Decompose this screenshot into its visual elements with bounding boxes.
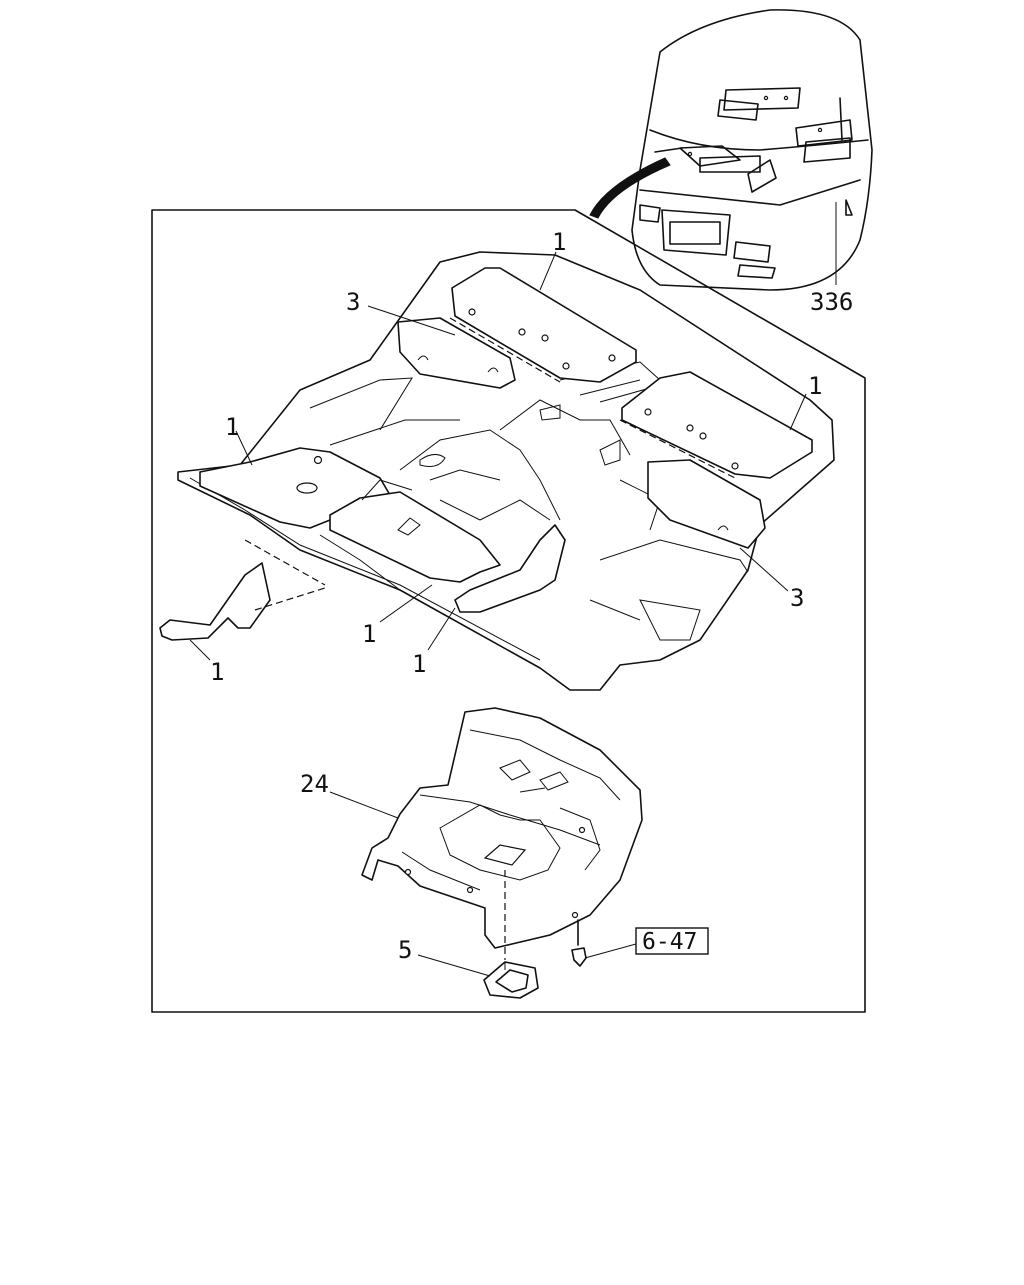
callout-mat-rear-center: 1 [552,228,566,256]
floor-mat-tunnel [329,479,501,583]
callout-cab-336: 336 [810,288,853,316]
callout-mat-tunnel: 1 [362,620,376,648]
floor-mat-lower-left [159,539,326,641]
callout-mat-rear-right: 1 [808,372,822,400]
floor-mat-tunnel-right [454,524,566,613]
transfer-arrow [589,157,671,219]
insulator-left [397,317,516,389]
callout-mat-front-left: 1 [225,413,239,441]
leader-lines [189,202,837,977]
callout-mat-lower-left: 1 [210,658,224,686]
callout-insulator-left: 3 [346,288,360,316]
callout-floor-insulator: 24 [300,770,329,798]
diagram-frame [151,209,866,1013]
callout-shift-boot: 5 [398,936,412,964]
shift-boot [483,961,539,999]
insulator-right [647,459,766,549]
floor-insulator [361,707,643,960]
clip-fastener [571,919,587,967]
floor-mat-rear-right [619,371,813,479]
callout-insulator-right: 3 [790,584,804,612]
callout-mat-tunnel-right: 1 [412,650,426,678]
fastener-ref-box [635,927,709,955]
cab-inset-illustration [631,9,873,291]
callout-fastener-ref: 6-47 [642,929,697,955]
callout-labels: 336 1 1 3 3 1 1 1 1 24 5 6-47 [210,228,853,964]
floor-mat-rear-center [449,267,637,383]
